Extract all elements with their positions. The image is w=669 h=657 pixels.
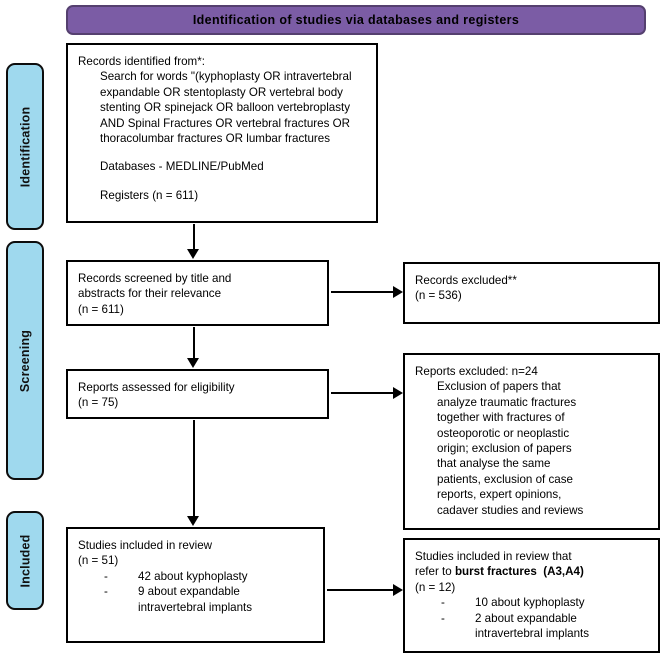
records-identified-spacer-1 xyxy=(78,146,368,159)
reports-excluded-reason-line-1: Exclusion of papers that xyxy=(437,380,561,394)
stage-label-identification-text: Identification xyxy=(18,106,33,187)
arrow-shaft xyxy=(193,224,195,251)
header-title: Identification of studies via databases … xyxy=(192,13,520,27)
box-reports-excluded: Reports excluded: n=24 Exclusion of pape… xyxy=(403,353,660,530)
arrow-shaft xyxy=(331,392,395,394)
box-studies-included: Studies included in review (n = 51) - 42… xyxy=(66,527,325,643)
arrow-right-icon-included-to-burst xyxy=(327,584,404,597)
records-identified-search-line-1: Search for words "(kyphoplasty OR intrav… xyxy=(100,70,352,84)
reports-excluded-reason-line-6: that analyse the same xyxy=(437,457,551,471)
studies-burst-bullet-1: - 10 about kyphoplasty xyxy=(415,595,650,610)
studies-burst-bullet-2-continuation: intravertebral implants xyxy=(475,627,590,641)
studies-burst-bullet-2-text: 2 about expandable xyxy=(475,611,577,625)
studies-burst-bullet-1-text: 10 about kyphoplasty xyxy=(475,596,585,610)
arrow-head xyxy=(187,249,199,259)
records-identified-spacer-2 xyxy=(78,175,368,188)
records-identified-databases: Databases - MEDLINE/PubMed xyxy=(100,160,264,174)
records-identified-search-line-5: thoracolumbar fractures OR lumbar fractu… xyxy=(100,132,331,146)
records-screened-line-1: Records screened by title and xyxy=(78,272,232,285)
studies-included-bullet-2-text: 9 about expandable xyxy=(138,585,240,599)
studies-included-title: Studies included in review xyxy=(78,539,213,552)
studies-included-bullet-2-continuation: intravertebral implants xyxy=(138,600,253,614)
records-screened-count: (n = 611) xyxy=(78,302,124,316)
arrow-head xyxy=(393,387,403,399)
arrow-shaft xyxy=(193,327,195,360)
stage-label-included: Included xyxy=(6,511,44,610)
records-identified-search-line-3: stenting OR spinejack OR balloon vertebr… xyxy=(100,101,351,115)
reports-assessed-count: (n = 75) xyxy=(78,396,119,410)
arrow-down-icon-screened-to-assessed xyxy=(187,327,201,369)
box-records-excluded: Records excluded** (n = 536) xyxy=(403,262,660,324)
studies-burst-refer-prefix: refer to xyxy=(415,565,455,579)
arrow-head xyxy=(393,286,403,298)
arrow-head xyxy=(187,516,199,526)
reports-excluded-reason-line-5: origin; exclusion of papers xyxy=(437,442,572,456)
studies-burst-bullet-1-dash: - xyxy=(441,596,445,610)
arrow-right-icon-assessed-to-excluded xyxy=(331,387,404,400)
stage-label-screening-text: Screening xyxy=(18,329,32,392)
arrow-head xyxy=(187,358,199,368)
studies-burst-bullet-2: - 2 about expandable xyxy=(415,611,650,626)
arrow-down-icon-identification-to-screening xyxy=(187,224,201,260)
reports-excluded-reason-line-7: patients, exclusion of case xyxy=(437,472,573,486)
arrow-shaft xyxy=(193,420,195,518)
reports-excluded-reason-line-9: cadaver studies and reviews xyxy=(437,503,584,517)
records-screened-line-2: abstracts for their relevance xyxy=(78,287,222,301)
reports-excluded-reason-line-8: reports, expert opinions, xyxy=(437,488,562,502)
records-excluded-count: (n = 536) xyxy=(415,289,462,303)
records-identified-title: Records identified from*: xyxy=(78,55,205,68)
reports-assessed-title: Reports assessed for eligibility xyxy=(78,381,235,394)
arrow-head xyxy=(393,584,403,596)
records-identified-search-line-4: AND Spinal Fractures OR vertebral fractu… xyxy=(100,116,350,130)
studies-included-bullet-2: - 9 about expandable xyxy=(78,584,315,599)
box-records-identified: Records identified from*: Search for wor… xyxy=(66,43,378,223)
studies-burst-emphasis: burst fractures (A3,A4) xyxy=(454,565,584,579)
reports-excluded-title: Reports excluded: n=24 xyxy=(415,365,538,378)
stage-label-identification: Identification xyxy=(6,63,44,230)
studies-included-bullet-2-dash: - xyxy=(104,585,108,599)
studies-included-count: (n = 51) xyxy=(78,554,119,568)
reports-excluded-reason-line-3: together with fractures of xyxy=(437,411,565,425)
studies-burst-count: (n = 12) xyxy=(415,580,456,594)
box-reports-assessed: Reports assessed for eligibility (n = 75… xyxy=(66,369,329,419)
arrow-right-icon-screened-to-excluded xyxy=(331,286,404,299)
arrow-shaft xyxy=(327,589,395,591)
arrow-down-icon-assessed-to-included xyxy=(187,420,201,527)
stage-label-included-text: Included xyxy=(18,534,32,587)
records-identified-registers: Registers (n = 611) xyxy=(100,188,199,202)
box-records-screened: Records screened by title and abstracts … xyxy=(66,260,329,326)
header-banner: Identification of studies via databases … xyxy=(66,5,646,35)
records-identified-search-line-2: expandable OR stentoplasty OR vertebral … xyxy=(100,85,343,99)
studies-included-bullet-1: - 42 about kyphoplasty xyxy=(78,569,315,584)
reports-excluded-reason-line-2: analyze traumatic fractures xyxy=(437,395,577,409)
stage-label-screening: Screening xyxy=(6,241,44,480)
studies-included-bullet-1-text: 42 about kyphoplasty xyxy=(138,569,248,583)
records-excluded-title: Records excluded** xyxy=(415,274,517,287)
arrow-shaft xyxy=(331,291,395,293)
studies-included-bullet-1-dash: - xyxy=(104,569,108,583)
reports-excluded-reason-line-4: osteoporotic or neoplastic xyxy=(437,426,570,440)
studies-burst-bullet-2-dash: - xyxy=(441,611,445,625)
studies-burst-title-line-1: Studies included in review that xyxy=(415,550,572,563)
box-studies-burst-fractures: Studies included in review that refer to… xyxy=(403,538,660,653)
studies-burst-title-line-2: refer to burst fractures (A3,A4) xyxy=(415,564,650,579)
